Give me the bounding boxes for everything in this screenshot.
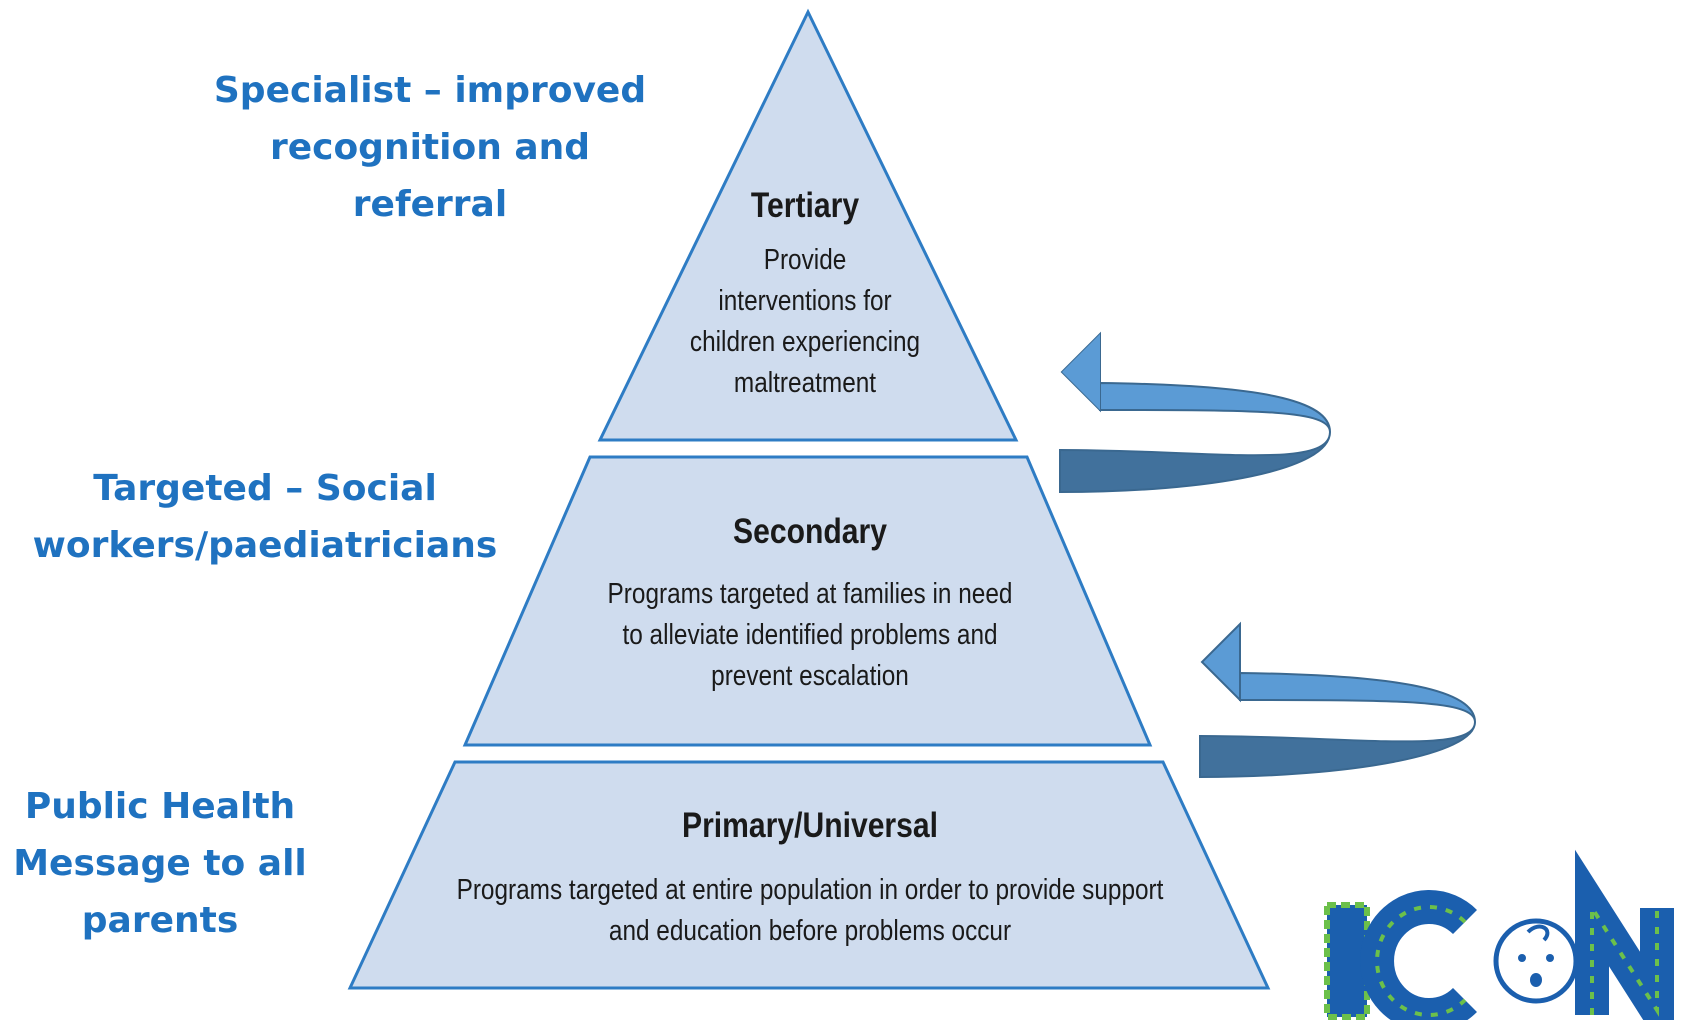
tier-description-line: prevent escalation — [711, 660, 909, 692]
tier-description-line: Programs targeted at families in need — [607, 578, 1013, 610]
tier-title: Tertiary — [750, 186, 860, 225]
tertiary-level — [597, 8, 1019, 442]
curved-arrow-upper — [1059, 331, 1331, 494]
public-health-label-line: parents — [81, 900, 239, 941]
specialist-label-line: Specialist – improved — [213, 70, 647, 111]
public-health-label-line: Public Health — [24, 786, 296, 827]
curved-arrow-lower — [1199, 621, 1476, 779]
targeted-label: Targeted – Social workers/paediatricians — [0, 460, 530, 574]
tier-description-line: Programs targeted at entire population i… — [456, 874, 1164, 906]
primary-tier-text: Primary/Universal Programs targeted at e… — [380, 806, 1240, 952]
baby-face-icon — [1493, 918, 1579, 1004]
specialist-label: Specialist – improved recognition and re… — [190, 62, 670, 233]
secondary-level — [462, 455, 1153, 747]
tier-title: Secondary — [733, 512, 887, 551]
tertiary-tier-text: Tertiary Provide interventions for child… — [640, 186, 970, 404]
tier-description-line: children experiencing — [689, 326, 921, 358]
tier-description-line: maltreatment — [733, 367, 877, 399]
icon-logo — [1324, 849, 1674, 1020]
tier-description-line: Provide — [763, 244, 847, 276]
public-health-label-line: Message to all — [13, 843, 307, 884]
tier-title: Primary/Universal — [681, 806, 938, 845]
tier-description: Programs targeted at families in need to… — [520, 574, 1100, 697]
tier-description-line: to alleviate identified problems and — [622, 619, 998, 651]
tier-description: Programs targeted at entire population i… — [380, 870, 1240, 952]
specialist-label-line: referral — [352, 184, 508, 225]
tier-description-line: and education before problems occur — [608, 915, 1012, 947]
specialist-label-line: recognition and — [269, 127, 591, 168]
secondary-tier-text: Secondary Programs targeted at families … — [520, 512, 1100, 697]
tier-description-line: interventions for — [718, 285, 892, 317]
public-health-label: Public Health Message to all parents — [0, 778, 320, 949]
targeted-label-line: workers/paediatricians — [32, 525, 498, 566]
tier-description: Provide interventions for children exper… — [640, 240, 970, 404]
targeted-label-line: Targeted – Social — [93, 468, 437, 509]
primary-level — [347, 760, 1271, 990]
